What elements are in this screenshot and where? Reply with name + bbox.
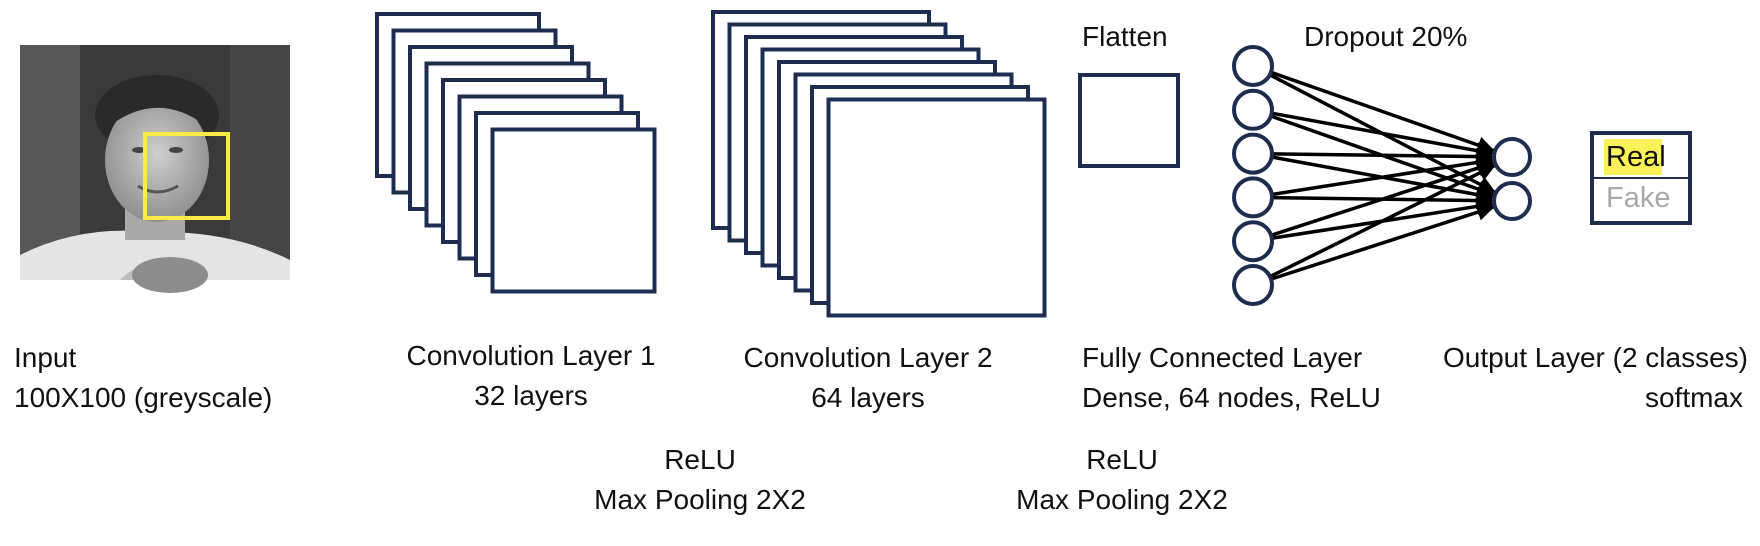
output-layer-nodes bbox=[1492, 137, 1532, 221]
dense-subtitle: Dense, 64 nodes, ReLU bbox=[1082, 382, 1381, 413]
pool1-activation: ReLU bbox=[664, 444, 736, 475]
flatten-title: Flatten bbox=[1082, 21, 1168, 52]
class-label-real: Real bbox=[1606, 141, 1666, 173]
dense-to-output-connections bbox=[1269, 70, 1496, 281]
pool2-pooling: Max Pooling 2X2 bbox=[1016, 484, 1228, 515]
output-subtitle: softmax bbox=[1644, 382, 1743, 413]
input-subtitle: 100X100 (greyscale) bbox=[14, 382, 273, 413]
face-detection-box bbox=[143, 132, 230, 220]
conv2-subtitle: 64 layers bbox=[811, 382, 925, 413]
input-face-image bbox=[20, 45, 290, 293]
dense-node bbox=[1232, 220, 1274, 263]
dense-layer-nodes bbox=[1232, 45, 1274, 306]
input-title: Input bbox=[14, 342, 77, 373]
class-output-box bbox=[1590, 131, 1692, 225]
dropout-label: Dropout 20% bbox=[1304, 21, 1468, 52]
conv1-feature-map bbox=[490, 127, 657, 294]
pool2-activation: ReLU bbox=[1086, 444, 1158, 475]
pool1-pooling: Max Pooling 2X2 bbox=[594, 484, 806, 515]
connection-edge bbox=[1271, 111, 1495, 160]
dense-node bbox=[1232, 264, 1274, 306]
conv2-feature-map bbox=[826, 97, 1047, 318]
connection-edge bbox=[1270, 159, 1495, 237]
conv1-subtitle: 32 layers bbox=[474, 380, 588, 411]
connection-edge bbox=[1270, 70, 1495, 154]
dense-title: Fully Connected Layer bbox=[1082, 342, 1363, 373]
conv1-title: Convolution Layer 1 bbox=[406, 340, 656, 371]
conv2-feature-map-stack bbox=[711, 10, 1047, 318]
conv1-feature-map-stack bbox=[375, 12, 657, 294]
output-node bbox=[1492, 181, 1532, 221]
connection-edge bbox=[1271, 147, 1494, 166]
output-node bbox=[1492, 137, 1532, 177]
dense-node bbox=[1232, 88, 1274, 131]
dense-node bbox=[1232, 45, 1274, 87]
conv2-title: Convolution Layer 2 bbox=[743, 342, 993, 373]
dense-node bbox=[1232, 132, 1274, 175]
dense-node bbox=[1232, 176, 1274, 219]
real-highlight bbox=[1604, 139, 1662, 175]
connection-edge bbox=[1270, 203, 1495, 281]
class-label-fake: Fake bbox=[1606, 182, 1671, 214]
output-title: Output Layer (2 classes) bbox=[1442, 342, 1748, 373]
flatten-box bbox=[1078, 73, 1180, 168]
connection-edge bbox=[1269, 164, 1496, 279]
connection-edge bbox=[1271, 153, 1494, 197]
